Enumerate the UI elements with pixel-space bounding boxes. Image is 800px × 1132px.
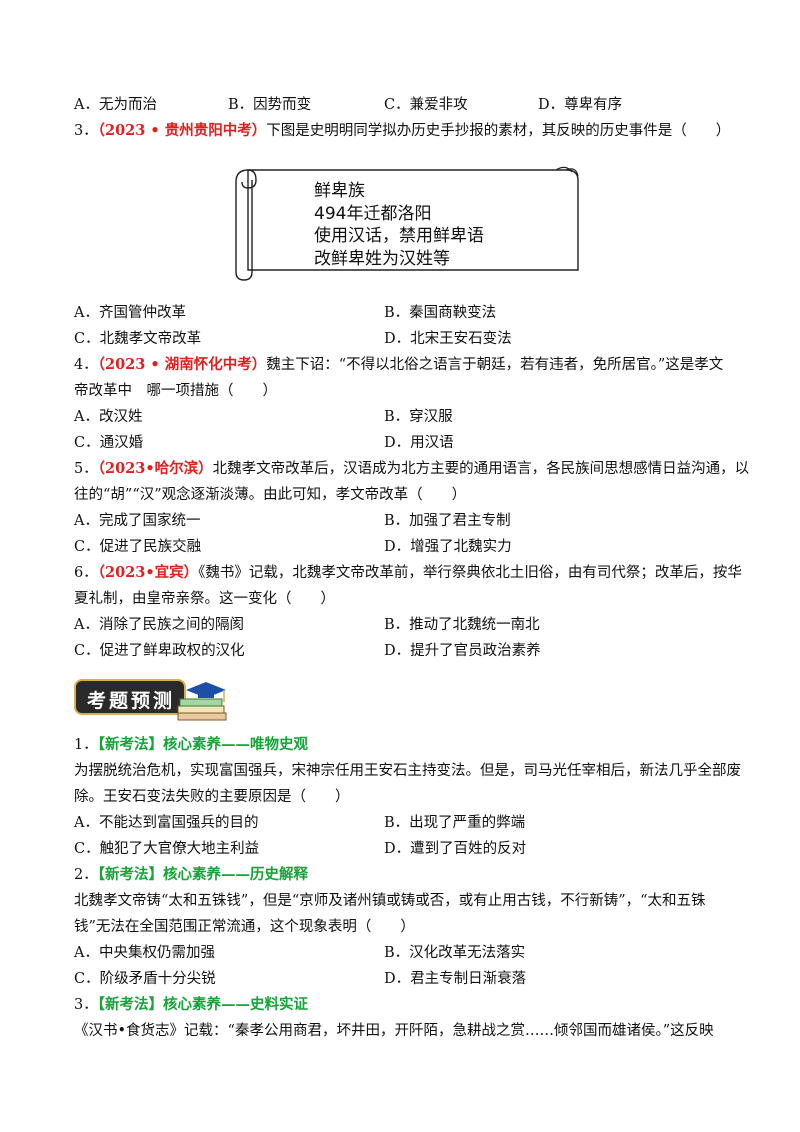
question-text: 《魏书》记载，北魏孝文帝改革前，举行祭典依北土旧俗，由有司代祭；改革后，按华 (198, 565, 742, 581)
question-number: 6． (74, 565, 98, 581)
scroll-content: 鲜卑族 494年迁都洛阳 使用汉话，禁用鲜卑语 改鲜卑姓为汉姓等 (314, 180, 484, 270)
q6-option-b: B．推动了北魏统一南北 (384, 617, 540, 633)
q5-option-a: A．完成了国家统一 (74, 513, 201, 529)
p1-option-b: B．出现了严重的弊端 (384, 815, 526, 831)
section-badge: 考题预测 (74, 676, 230, 724)
question-tag: 【新考法】核心素养——唯物史观 (97, 736, 308, 753)
p2-header: 2．【新考法】核心素养——历史解释 (74, 866, 308, 884)
q3-option-a: A．齐国管仲改革 (74, 305, 186, 321)
p3-stem: 《汉书•食货志》记载：“秦孝公用商君，坏井田，开阡陌，急耕战之赏……倾邻国而雄诸… (74, 1023, 714, 1039)
q5-option-b: B．加强了君主专制 (384, 513, 511, 529)
question-number: 2． (74, 867, 98, 883)
q4-option-a: A．改汉姓 (74, 409, 143, 425)
p2-stem-cont: 钱”无法在全国范围正常流通，这个现象表明（ ） (74, 919, 415, 935)
question-text: 北魏孝文帝改革后，汉语成为北方主要的通用语言，各民族间思想感情日益沟通，以 (212, 461, 750, 477)
p2-option-b: B．汉化改革无法落实 (384, 945, 526, 961)
p1-header: 1．【新考法】核心素养——唯物史观 (74, 736, 308, 754)
q3-stem: 3．（2023 • 贵州贵阳中考）下图是史明明同学拟办历史手抄报的素材，其反映的… (74, 122, 730, 140)
q2-option-a: A．无为而治 (74, 97, 157, 113)
p1-option-c: C．触犯了大官僚大地主利益 (74, 841, 260, 857)
p1-option-a: A．不能达到富国强兵的目的 (74, 815, 259, 831)
q2-option-c: C．兼爱非攻 (384, 97, 468, 113)
scroll-line: 改鲜卑姓为汉姓等 (314, 248, 450, 269)
p1-option-d: D．遭到了百姓的反对 (384, 841, 527, 857)
question-source: （2023•哈尔滨） (97, 460, 213, 477)
p1-stem: 为摆脱统治危机，实现富国强兵，宋神宗任用王安石主持变法。但是，司马光任宰相后，新… (74, 763, 741, 779)
q4-stem: 4．（2023 • 湖南怀化中考）魏主下诏：“不得以北俗之语言于朝廷，若有违者，… (74, 356, 723, 374)
q6-option-c: C．促进了鲜卑政权的汉化 (74, 643, 245, 659)
p2-option-a: A．中央集权仍需加强 (74, 945, 215, 961)
q6-option-a: A．消除了民族之间的隔阂 (74, 617, 244, 633)
q3-option-c: C．北魏孝文帝改革 (74, 331, 202, 347)
question-number: 5． (74, 461, 98, 477)
p1-stem-cont: 除。王安石变法失败的主要原因是（ ） (74, 789, 350, 805)
q4-option-d: D．用汉语 (384, 435, 454, 451)
p2-option-c: C．阶级矛盾十分尖锐 (74, 971, 216, 987)
p3-header: 3．【新考法】核心素养——史料实证 (74, 996, 308, 1014)
question-number: 3． (74, 123, 98, 139)
question-text: 下图是史明明同学拟办历史手抄报的素材，其反映的历史事件是（ ） (266, 123, 731, 139)
q5-option-d: D．增强了北魏实力 (384, 539, 512, 555)
scroll-illustration (235, 166, 579, 281)
q6-stem: 6．（2023•宜宾）《魏书》记载，北魏孝文帝改革前，举行祭典依北土旧俗，由有司… (74, 564, 742, 582)
q6-option-d: D．提升了官员政治素养 (384, 643, 541, 659)
q2-option-b: B．因势而变 (228, 97, 312, 113)
q4-stem-cont: 帝改革中 哪一项措施（ ） (74, 383, 277, 399)
scroll-line: 使用汉话，禁用鲜卑语 (314, 226, 484, 246)
question-number: 3． (74, 997, 98, 1013)
p2-stem: 北魏孝文帝铸“太和五铢钱”，但是“京师及诸州镇或铸或否，或有止用古钱，不行新铸”… (74, 893, 706, 909)
q5-stem: 5．（2023•哈尔滨）北魏孝文帝改革后，汉语成为北方主要的通用语言，各民族间思… (74, 460, 749, 478)
q6-stem-cont: 夏礼制，由皇帝亲祭。这一变化（ ） (74, 591, 335, 607)
q5-stem-cont: 往的“胡”“汉”观念逐渐淡薄。由此可知，孝文帝改革（ ） (74, 487, 467, 503)
question-tag: 【新考法】核心素养——历史解释 (97, 866, 308, 883)
question-number: 4． (74, 357, 98, 373)
section-badge-label: 考题预测 (87, 690, 176, 712)
p2-option-d: D．君主专制日渐衰落 (384, 971, 527, 987)
scroll-line: 鲜卑族 (314, 181, 365, 201)
q3-option-d: D．北宋王安石变法 (384, 331, 512, 347)
question-tag: 【新考法】核心素养——史料实证 (97, 996, 308, 1013)
q3-option-b: B．秦国商鞅变法 (384, 305, 497, 321)
q4-option-c: C．通汉婚 (74, 435, 144, 451)
q5-option-c: C．促进了民族交融 (74, 539, 202, 555)
question-source: （2023•宜宾） (97, 564, 199, 581)
scroll-line: 494年迁都洛阳 (314, 203, 432, 224)
question-text: 魏主下诏：“不得以北俗之语言于朝廷，若有违者，免所居官。”这是孝文 (266, 357, 724, 373)
q4-option-b: B．穿汉服 (384, 409, 453, 425)
q2-option-d: D．尊卑有序 (538, 97, 623, 113)
question-number: 1． (74, 737, 98, 753)
question-source: （2023 • 贵州贵阳中考） (97, 122, 267, 139)
question-source: （2023 • 湖南怀化中考） (97, 356, 267, 373)
books-icon (74, 679, 227, 721)
